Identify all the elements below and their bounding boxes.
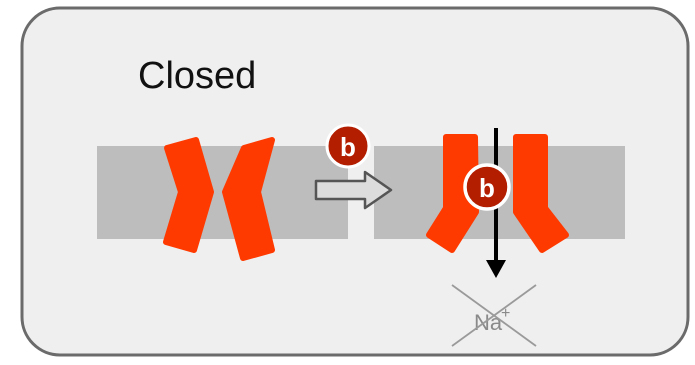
ion-label: Na [474, 310, 503, 335]
ion-charge: + [501, 305, 510, 322]
ligand-badge-bound-circle [463, 163, 511, 211]
ligand-badge-bound-label: b [479, 173, 495, 203]
ligand-badge-free-label: b [340, 132, 356, 162]
state-title: Closed [138, 55, 256, 97]
bound-channel-right-subunit [513, 134, 569, 253]
closed-channel-left-subunit [163, 137, 214, 253]
closed-channel [163, 137, 275, 261]
blocked-cross-line-2 [451, 284, 537, 347]
bound-channel [426, 134, 569, 253]
ligand-badge-free: b [325, 123, 371, 169]
ligand-badge-bound: b [463, 163, 511, 211]
blocked-ion: Na + [451, 284, 537, 347]
ligand-badge-free-circle [325, 123, 371, 169]
transition-arrow [314, 170, 393, 210]
closed-channel-right-subunit [222, 137, 275, 261]
bound-channel-left-subunit [426, 134, 479, 253]
